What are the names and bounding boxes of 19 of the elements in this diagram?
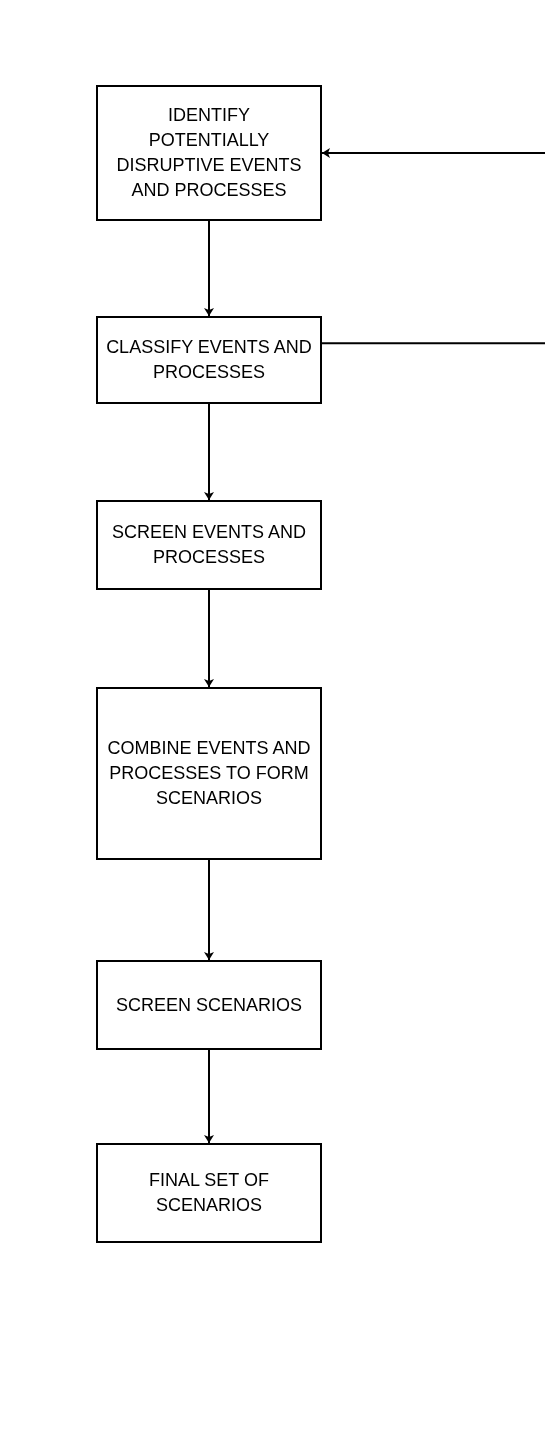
process-box <box>96 1143 322 1243</box>
box-label: SCREEN EVENTS AND PROCESSES <box>110 521 307 569</box>
box-label: FINAL SET OF SCENARIOS <box>148 1169 270 1217</box>
process-box <box>96 316 322 404</box>
process-box <box>96 85 322 221</box>
process-box <box>96 500 322 590</box>
arrow <box>321 148 545 158</box>
process-box <box>96 687 322 860</box>
arrow <box>204 589 214 688</box>
box-label: CLASSIFY EVENTS AND PROCESSES <box>106 336 312 384</box>
box-label: IDENTIFY POTENTIALLY DISRUPTIVE EVENTS AND PROCESSES <box>115 104 303 202</box>
arrow <box>204 220 214 317</box>
box-label: SCREEN SCENARIOS <box>115 993 302 1017</box>
connector-line <box>321 342 545 345</box>
box-label: COMBINE EVENTS AND PROCESSES TO FORM SCENARIOS <box>106 737 312 810</box>
arrow <box>204 403 214 501</box>
arrow <box>204 1049 214 1144</box>
process-box <box>96 960 322 1050</box>
arrow <box>204 859 214 961</box>
